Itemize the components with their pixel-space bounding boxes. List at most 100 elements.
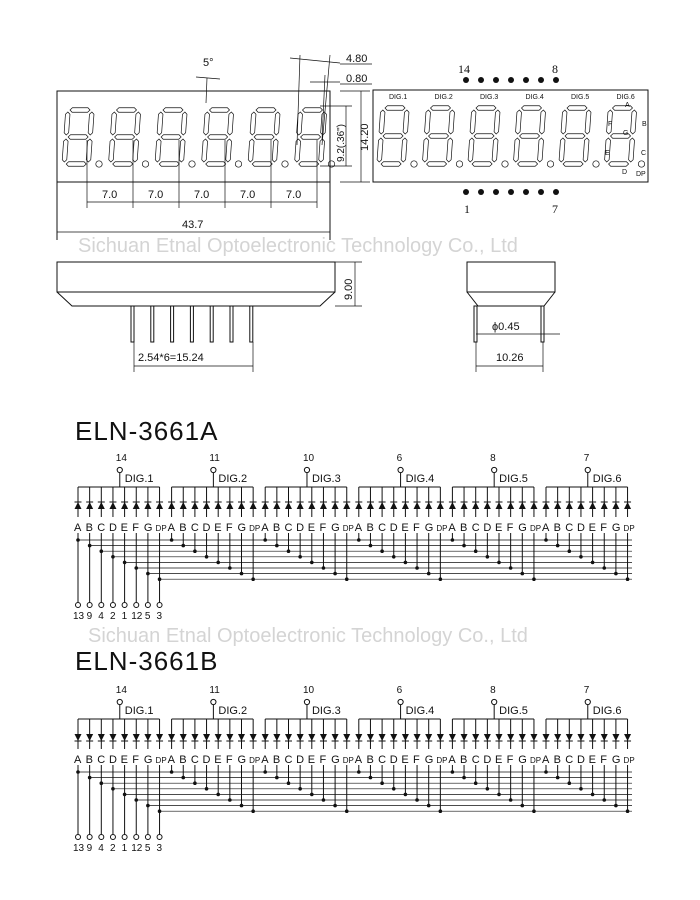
diode-icon — [565, 502, 573, 509]
segment-label: E — [589, 522, 596, 534]
segment-pin-terminal-icon — [144, 602, 151, 608]
segment-d — [251, 161, 273, 167]
segment-label: E — [214, 522, 221, 534]
pinview-digit — [604, 105, 637, 167]
junction-dot — [216, 792, 220, 797]
junction-dot — [438, 809, 443, 813]
junction-dot — [473, 549, 478, 553]
segment-d — [158, 161, 180, 167]
segment-c — [271, 138, 279, 163]
diode-icon — [483, 502, 491, 509]
digit-label: DIG.6 — [593, 705, 622, 717]
segment-c — [628, 137, 635, 163]
segment-pin-number: 5 — [145, 843, 151, 854]
junction-dot — [310, 560, 314, 565]
junction-dot — [614, 803, 618, 808]
digit-label: DIG.3 — [480, 94, 498, 101]
junction-dot — [520, 803, 525, 808]
junction-dot — [380, 549, 384, 553]
diode-icon — [319, 502, 327, 509]
diode-icon — [413, 502, 421, 509]
decimal-point-icon — [455, 160, 464, 168]
diode-icon — [156, 502, 164, 509]
diode-icon — [109, 502, 117, 509]
pin-dot-top — [523, 77, 529, 83]
segment-label: A — [261, 754, 269, 766]
segment-g — [428, 133, 450, 139]
segment-label: E — [121, 522, 128, 534]
segment-e — [422, 137, 429, 163]
segment-label: C — [472, 522, 480, 534]
diode-icon — [261, 734, 269, 741]
segment-pin-terminal-icon — [86, 834, 93, 840]
junction-dot — [298, 787, 302, 791]
digit-pin-number: 8 — [490, 453, 496, 464]
segment-d — [562, 161, 584, 167]
segment-label: A — [74, 754, 82, 766]
junction-dot — [157, 577, 162, 581]
junction-dot — [357, 538, 361, 542]
segment-label: DP — [343, 524, 354, 533]
pin-label-7: 7 — [552, 202, 558, 216]
segment-label: G — [144, 754, 153, 766]
junction-dot — [450, 770, 455, 774]
pin-lead — [170, 305, 175, 343]
diode-icon — [97, 502, 105, 509]
junction-dot — [146, 571, 150, 576]
segment-a — [302, 107, 323, 113]
segment-a — [209, 107, 230, 113]
segment-e — [558, 137, 566, 163]
junction-dot — [216, 560, 220, 565]
digit-label: DIG.6 — [593, 473, 622, 485]
segment-label: G — [144, 522, 153, 534]
junction-dot — [544, 770, 548, 774]
segment-e — [108, 138, 115, 163]
segment-label: A — [168, 754, 176, 766]
segment-f — [560, 109, 568, 135]
seg-label-b: B — [642, 121, 647, 128]
segment-pin-number: 1 — [122, 611, 128, 622]
segment-pin-terminal-icon — [98, 834, 105, 840]
diode-icon — [285, 502, 292, 509]
diode-icon — [401, 734, 409, 741]
segment-label: A — [448, 522, 456, 534]
diode-icon — [331, 734, 339, 741]
segment-label: D — [109, 754, 117, 766]
segment-label: E — [495, 522, 502, 534]
diode-icon — [624, 502, 632, 509]
segment-e — [376, 137, 384, 163]
decimal-point-icon — [281, 160, 289, 168]
junction-dot — [122, 792, 127, 797]
diode-icon — [436, 502, 444, 509]
junction-dot — [497, 560, 501, 565]
front-digit — [108, 107, 141, 167]
decimal-point-icon — [234, 160, 243, 168]
segment-d — [608, 161, 630, 167]
segment-label: C — [565, 754, 573, 766]
segment-c — [318, 138, 325, 163]
dim-digit-height: 9.2(.36") — [336, 124, 347, 162]
segment-label: F — [226, 522, 233, 534]
segment-label: A — [355, 522, 363, 534]
diode-icon — [355, 502, 363, 509]
segment-f — [606, 109, 613, 135]
segment-pin-number: 9 — [87, 843, 93, 854]
segment-label: B — [460, 754, 467, 766]
segment-f — [63, 111, 71, 136]
segment-label: A — [542, 522, 550, 534]
segment-label: C — [472, 754, 480, 766]
segment-pin-terminal-icon — [156, 602, 163, 608]
junction-dot — [473, 781, 478, 785]
segment-label: B — [179, 754, 186, 766]
segment-pin-number: 3 — [157, 611, 163, 622]
junction-dot — [87, 543, 92, 548]
diode-icon — [203, 502, 211, 509]
junction-dot — [228, 566, 232, 570]
segment-label: C — [285, 522, 293, 534]
segment-label: B — [366, 754, 373, 766]
segment-label: F — [507, 754, 514, 766]
diode-icon — [530, 734, 538, 741]
pinview-digit — [558, 105, 592, 167]
diode-icon — [472, 734, 480, 741]
